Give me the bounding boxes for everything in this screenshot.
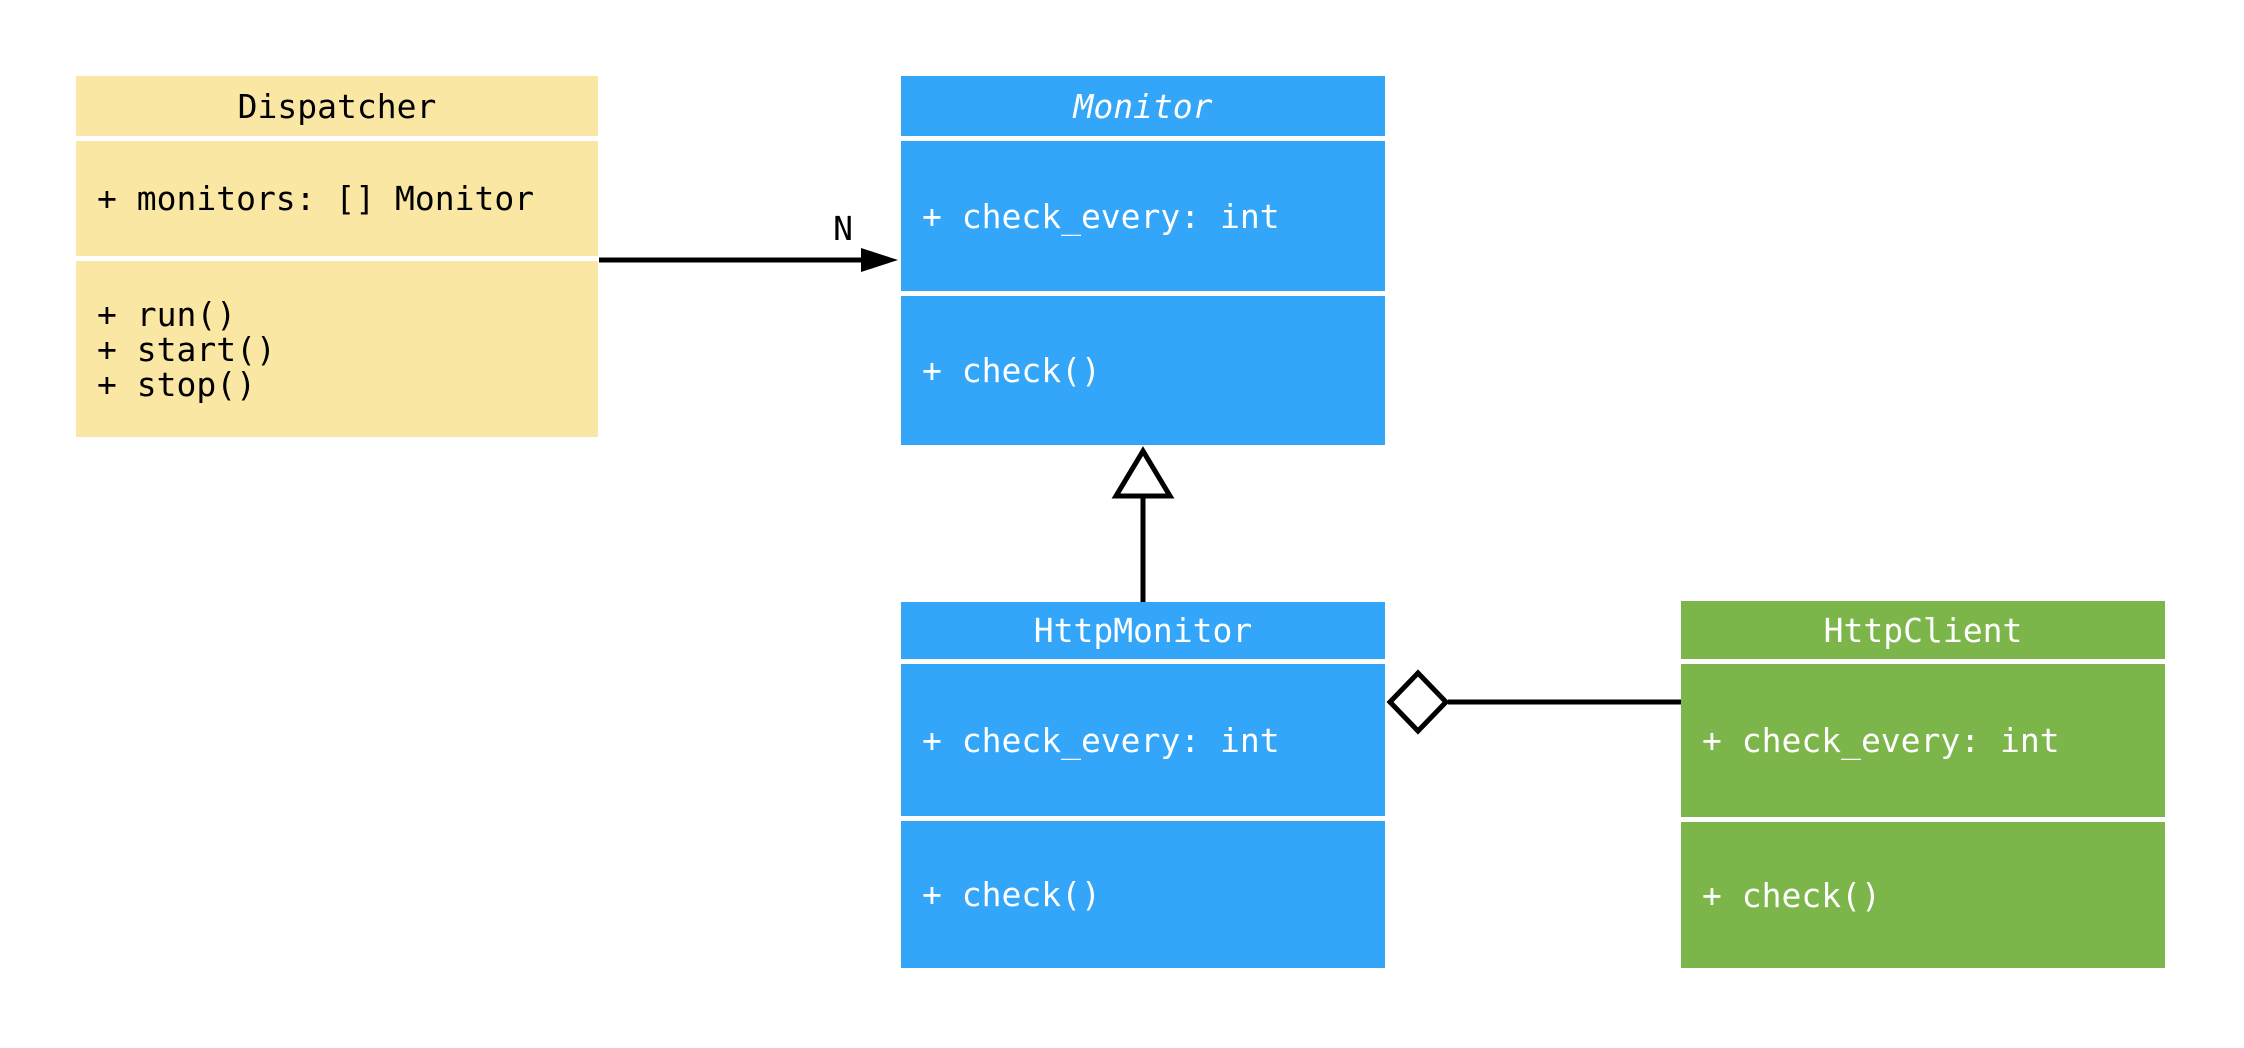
uml-class-monitor: Monitor + check_every: int + check() [901,76,1385,445]
method-row: + run() [97,294,237,334]
association-arrowhead [861,248,898,272]
uml-class-httpmonitor: HttpMonitor + check_every: int + check() [901,602,1385,968]
attributes-section: + check_every: int [1681,664,2165,817]
class-title: Monitor [901,76,1385,136]
attribute-row: + check_every: int [922,196,1280,236]
method-row: + check() [922,875,1101,914]
method-row: + start() [97,329,276,369]
uml-class-httpclient: HttpClient + check_every: int + check() [1681,601,2165,968]
methods-section: + check() [1681,822,2165,968]
class-title: HttpMonitor [901,602,1385,659]
inheritance-triangle [1111,446,1175,499]
attributes-section: + monitors: [] Monitor [76,141,598,256]
method-row: + check() [922,351,1101,390]
association-multiplicity-label: N [833,209,853,248]
method-row: + check() [1702,875,1881,915]
class-title: HttpClient [1681,601,2165,659]
attributes-section: + check_every: int [901,664,1385,816]
methods-section: + run() + start() + stop() [76,261,598,437]
methods-section: + check() [901,296,1385,445]
aggregation-diamond [1386,669,1450,735]
attribute-row: + monitors: [] Monitor [97,179,535,218]
class-title: Dispatcher [76,76,598,136]
methods-section: + check() [901,821,1385,968]
method-row: + stop() [97,364,256,404]
uml-class-dispatcher: Dispatcher + monitors: [] Monitor + run(… [76,76,598,437]
attributes-section: + check_every: int [901,141,1385,291]
attribute-row: + check_every: int [922,720,1280,760]
attribute-row: + check_every: int [1702,721,2060,760]
